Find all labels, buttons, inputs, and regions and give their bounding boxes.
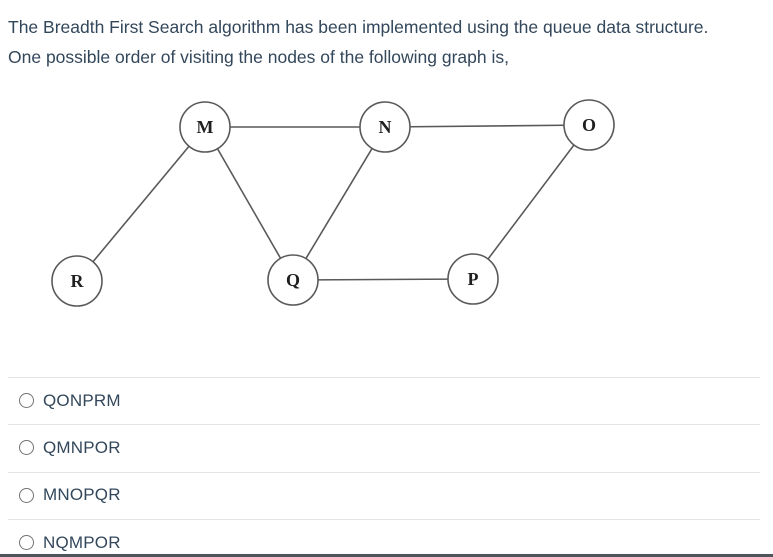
graph-node-R: R xyxy=(51,255,103,307)
graph-edge-M-Q xyxy=(204,126,294,281)
graph-diagram: M N O R Q P xyxy=(51,99,615,307)
graph-node-label: O xyxy=(582,115,596,135)
graph-edge-N-O xyxy=(384,124,590,128)
answer-option-4[interactable]: NQMPOR xyxy=(0,518,773,557)
answer-options: QONPRM QMNPOR MNOPQR NQMPOR xyxy=(0,377,773,557)
graph-edge-R-M xyxy=(76,126,206,282)
graph-node-label: R xyxy=(71,271,85,291)
radio-button[interactable] xyxy=(19,440,34,456)
option-label: NQMPOR xyxy=(43,532,121,552)
question-text: The Breadth First Search algorithm has b… xyxy=(8,17,709,67)
graph-edge-Q-P xyxy=(292,278,474,281)
radio-button[interactable] xyxy=(19,535,34,551)
answer-option-1[interactable]: QONPRM xyxy=(0,377,773,425)
option-label: QMNPOR xyxy=(43,437,121,457)
radio-button[interactable] xyxy=(19,393,34,409)
graph-node-P: P xyxy=(447,253,499,305)
bottom-border xyxy=(0,554,773,557)
graph-node-M: M xyxy=(179,101,231,153)
graph-edge-P-O xyxy=(472,124,590,280)
graph-edge-N-Q xyxy=(292,126,386,281)
radio-button[interactable] xyxy=(19,487,34,503)
graph-node-label: Q xyxy=(286,270,300,290)
graph-node-O: O xyxy=(563,99,615,151)
graph-node-label: P xyxy=(468,269,479,289)
option-label: MNOPQR xyxy=(43,485,121,505)
option-label: QONPRM xyxy=(43,390,121,410)
answer-option-3[interactable]: MNOPQR xyxy=(0,471,773,519)
answer-option-2[interactable]: QMNPOR xyxy=(0,424,773,472)
graph-node-label: M xyxy=(197,117,214,137)
graph-node-label: N xyxy=(379,117,392,137)
graph-node-N: N xyxy=(359,101,411,153)
graph-node-Q: Q xyxy=(267,254,319,306)
